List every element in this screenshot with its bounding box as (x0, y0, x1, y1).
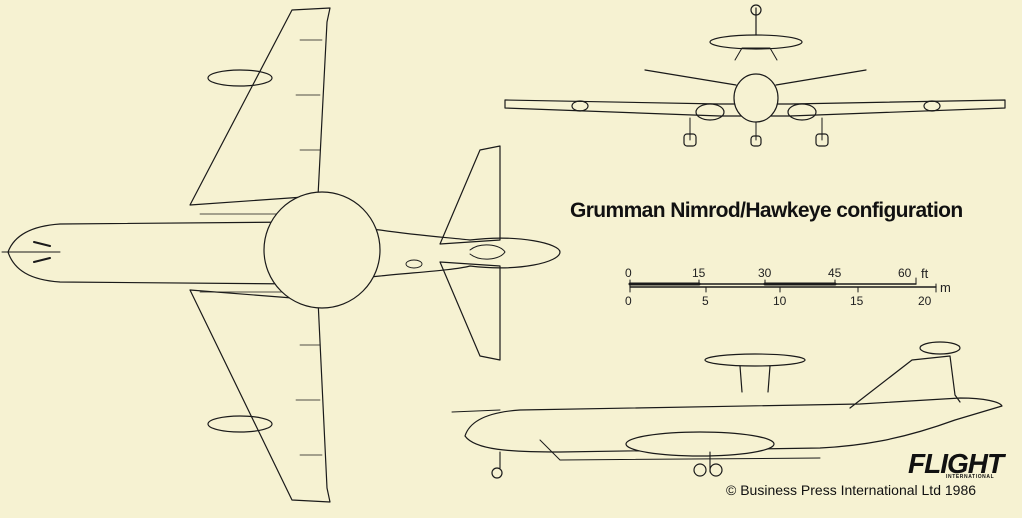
plan-view (1, 7, 561, 503)
plan-rotodome (263, 191, 381, 309)
front-view (504, 4, 1006, 147)
feet-tick-label: 60 (898, 266, 912, 280)
metre-tick-label: 20 (918, 294, 932, 308)
side-rotodome (704, 353, 806, 367)
plan-tailplane-lower (439, 261, 501, 361)
front-fuselage (733, 73, 779, 123)
diagram-title: Grumman Nimrod/Hawkeye configuration (570, 199, 963, 222)
metre-unit-label: m (940, 280, 951, 295)
feet-tick-label: 30 (758, 266, 772, 280)
metre-tick-label: 15 (850, 294, 864, 308)
feet-unit-label: ft (921, 266, 929, 281)
flight-logo: FLIGHT (908, 448, 1004, 479)
copyright-notice: © Business Press International Ltd 1986 (726, 482, 977, 498)
front-rotodome (709, 34, 803, 50)
feet-tick-label: 45 (828, 266, 842, 280)
side-fuselage (464, 397, 1003, 453)
plan-pod-upper (207, 69, 273, 87)
plan-wing-lower (189, 289, 331, 503)
feet-tick-label: 0 (625, 266, 632, 280)
side-fin (849, 355, 961, 409)
scale-bars (628, 277, 937, 293)
plan-pod-lower (207, 415, 273, 433)
side-view (451, 341, 1003, 479)
feet-tick-label: 15 (692, 266, 706, 280)
metre-tick-label: 0 (625, 294, 632, 308)
plan-wing-upper (189, 7, 331, 206)
flight-logo-subtext: INTERNATIONAL (946, 474, 995, 480)
metre-tick-label: 5 (702, 294, 709, 308)
metre-tick-label: 10 (773, 294, 787, 308)
plan-tailplane-upper (439, 145, 501, 245)
